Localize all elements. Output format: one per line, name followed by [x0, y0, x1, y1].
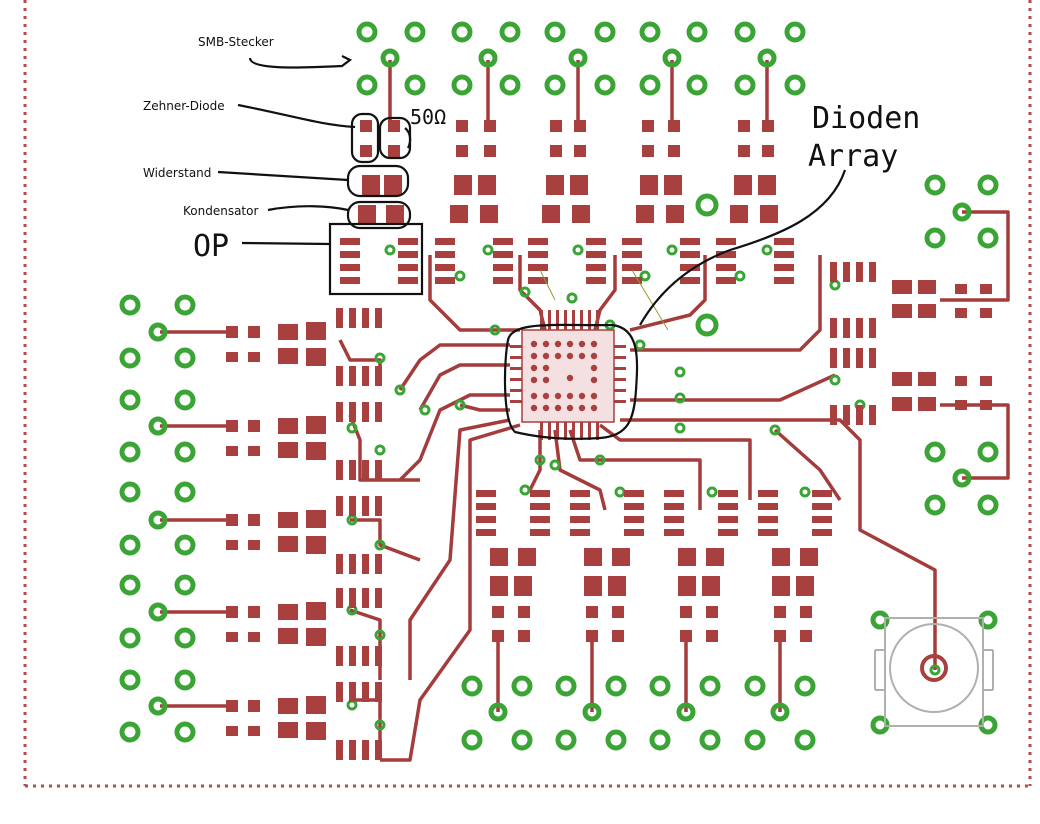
- board-border: [23, 0, 1032, 788]
- right-stage-2: [830, 348, 992, 425]
- signal-vias: [346, 244, 941, 731]
- label-dioden: Dioden: [812, 101, 920, 136]
- label-kondensator: Kondensator: [183, 204, 258, 218]
- bottom-stage-3: [664, 490, 738, 642]
- label-array: Array: [808, 139, 898, 174]
- traces: [160, 60, 1010, 762]
- label-smb-stecker: SMB-Stecker: [198, 35, 274, 49]
- left-stage-2: [226, 402, 382, 480]
- bottom-stage-2: [570, 490, 644, 642]
- label-50-ohm: 50Ω: [410, 105, 446, 129]
- bottom-stage-1: [476, 490, 550, 642]
- bottom-stage-4: [758, 490, 832, 642]
- label-op: OP: [193, 229, 229, 264]
- left-stage-4: [226, 588, 382, 666]
- diode-array-pins: [510, 310, 626, 440]
- annotation-outlines: [217, 55, 847, 440]
- top-stage-5: [716, 120, 794, 284]
- label-zehner-diode: Zehner-Diode: [143, 99, 225, 113]
- left-stage-1: [226, 308, 382, 386]
- diode-array-bga: [521, 329, 615, 423]
- right-stage-1: [830, 262, 992, 338]
- left-stage-5: [226, 682, 382, 760]
- label-widerstand: Widerstand: [143, 166, 211, 180]
- top-stage-3: [528, 120, 606, 284]
- top-stage-1: [340, 120, 418, 284]
- smd-pads: [226, 120, 992, 760]
- top-stage-2: [435, 120, 513, 284]
- ratsnest-lines: [539, 269, 669, 331]
- left-stage-3: [226, 496, 382, 574]
- top-stage-4: [622, 120, 700, 284]
- smb-connector-vias: [119, 21, 999, 751]
- bnc-connector: [874, 617, 994, 727]
